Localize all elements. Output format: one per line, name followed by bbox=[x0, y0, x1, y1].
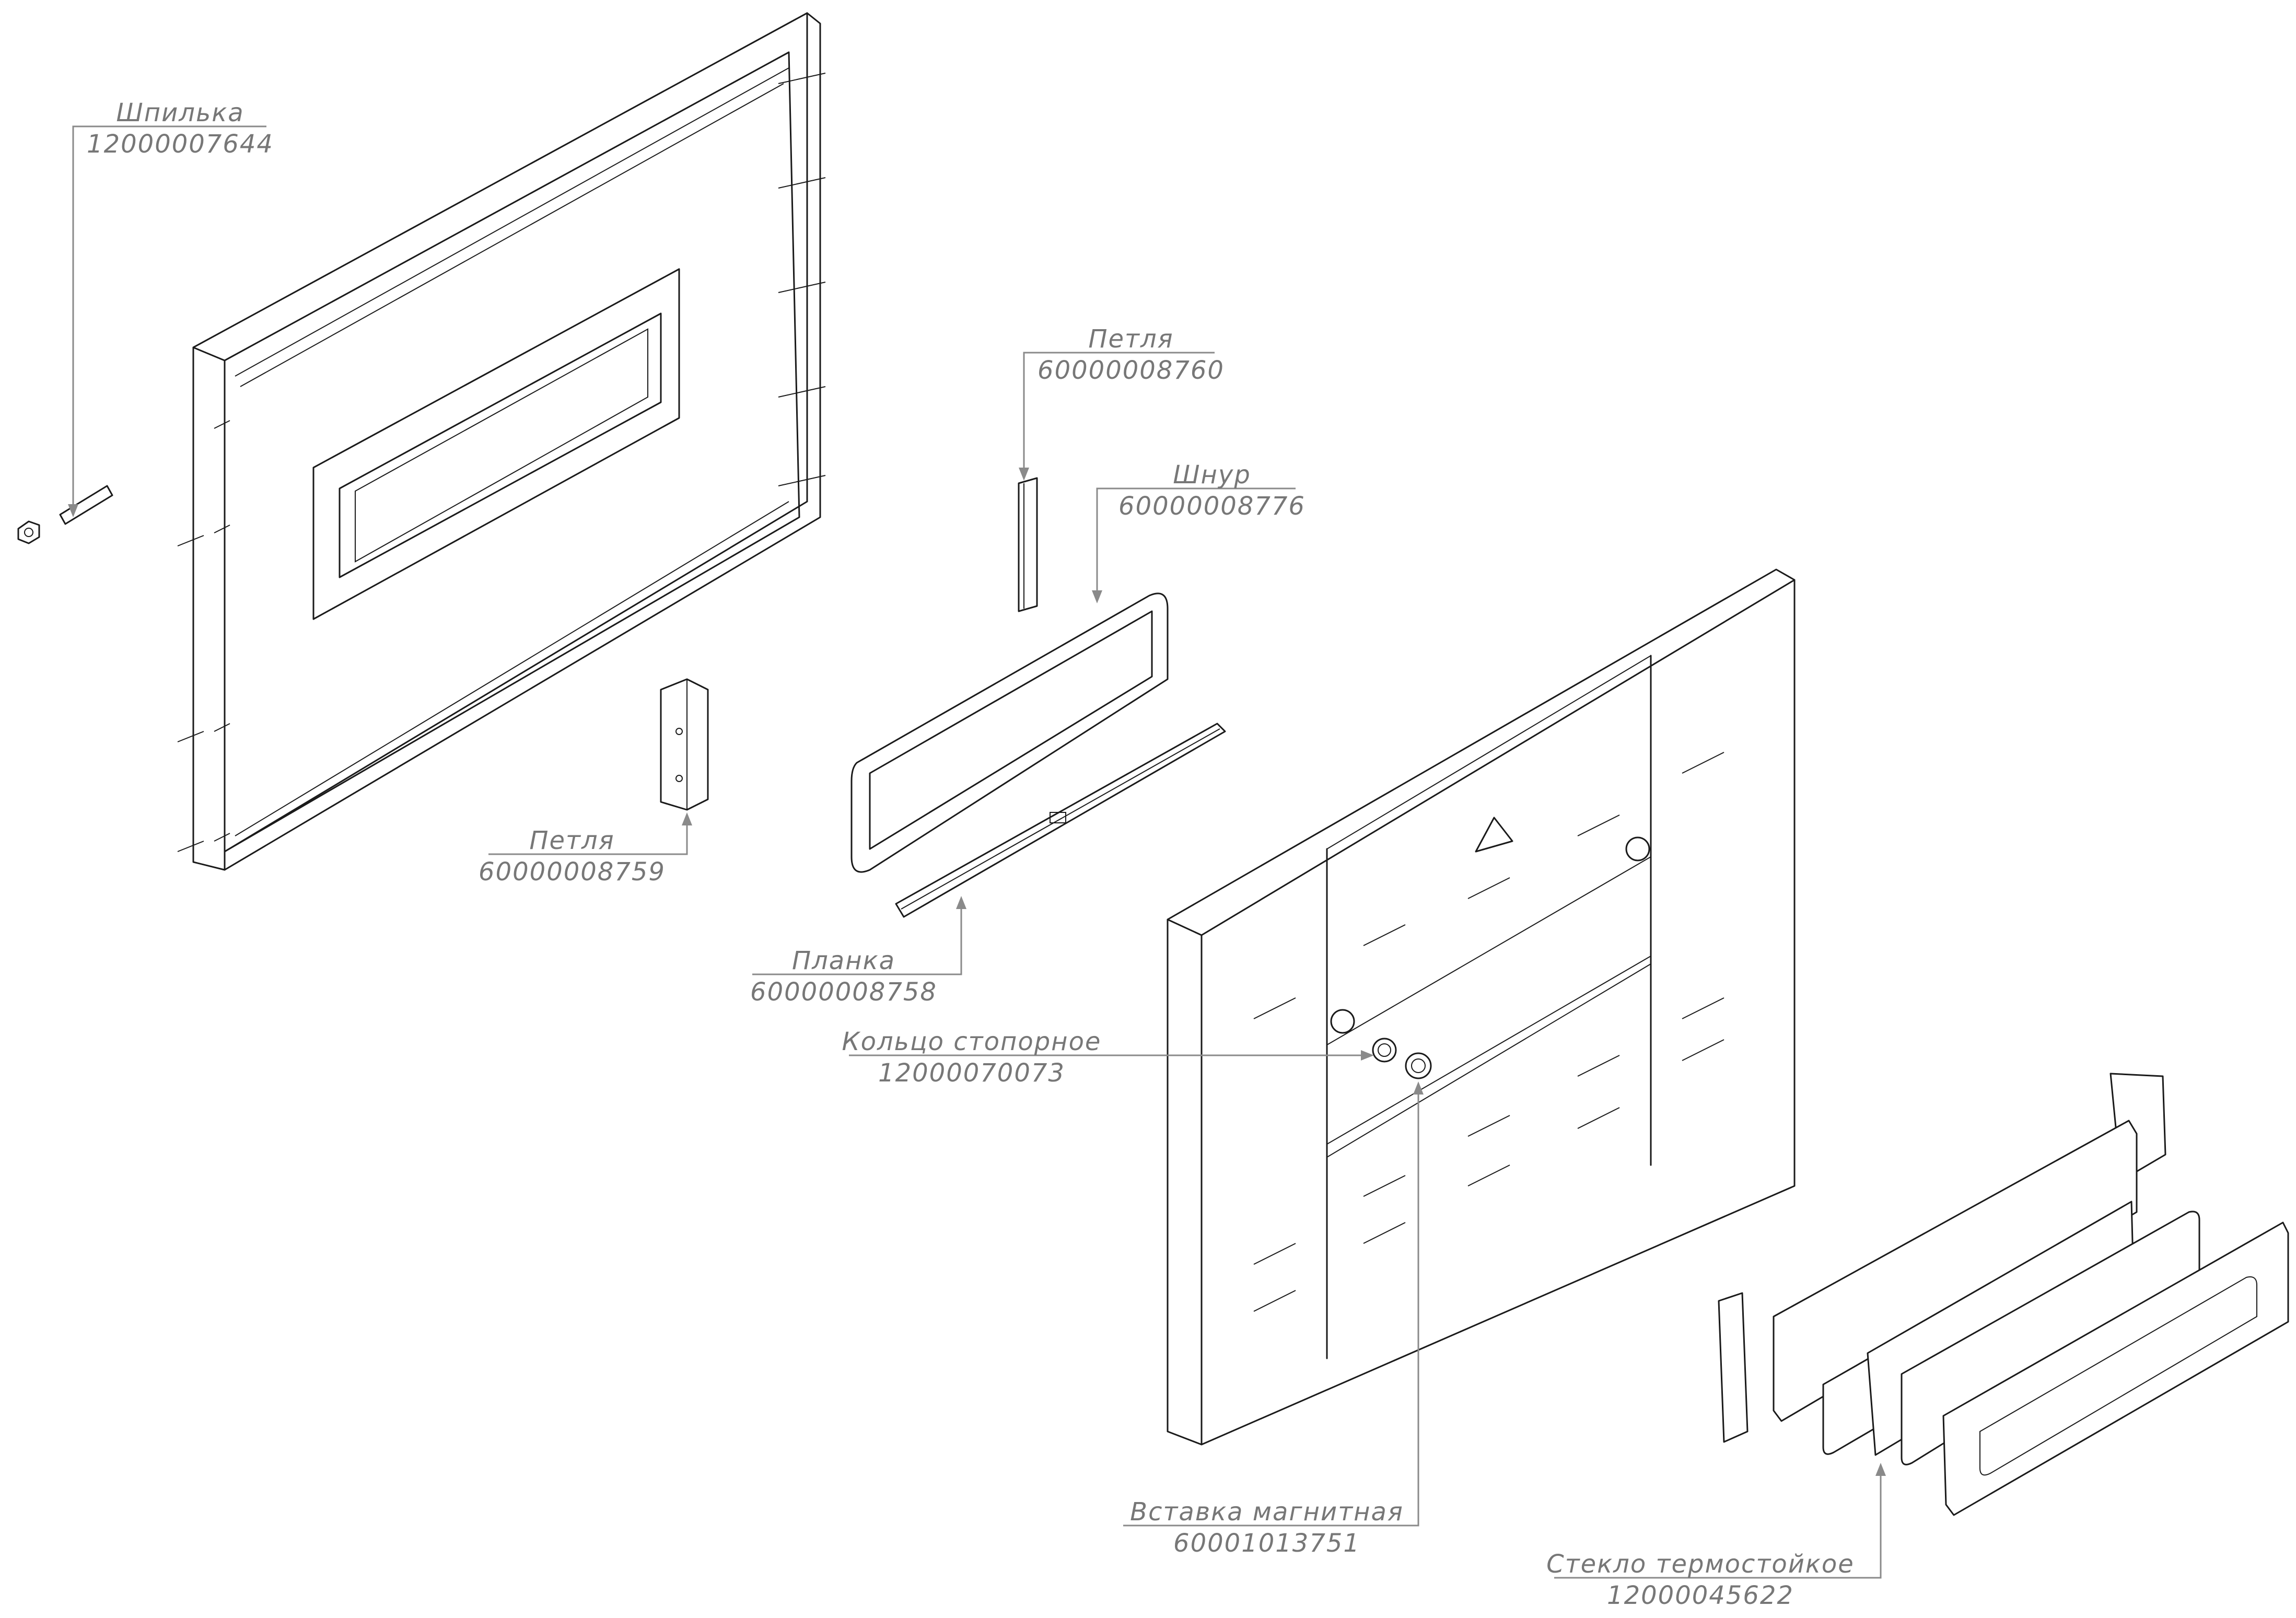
rear-door-frame bbox=[177, 12, 826, 871]
callout-code: 12000045622 bbox=[1607, 1581, 1794, 1610]
callout-code: 60000008776 bbox=[1118, 492, 1306, 521]
callout-code: 12000070073 bbox=[878, 1058, 1065, 1088]
stud-and-nut bbox=[17, 485, 113, 544]
callout-name: Шпилька bbox=[116, 98, 244, 127]
callout-petlya-top: Петля 60000008760 bbox=[1038, 324, 1225, 385]
callout-name: Шнур bbox=[1173, 460, 1251, 490]
callout-code: 60000008759 bbox=[479, 857, 666, 887]
leader-lines bbox=[68, 125, 1886, 1579]
front-door-panel bbox=[1167, 568, 1796, 1446]
strip-planka bbox=[895, 723, 1226, 918]
callout-name: Петля bbox=[1088, 324, 1173, 354]
callout-name: Вставка магнитная bbox=[1130, 1497, 1404, 1527]
callout-shpilka: Шпилька 12000007644 bbox=[87, 98, 274, 159]
callout-name: Петля bbox=[529, 826, 614, 855]
retaining-ring-and-magnet bbox=[1372, 1038, 1432, 1079]
callout-planka: Планка 60000008758 bbox=[750, 946, 937, 1007]
callout-koltso: Кольцо стопорное 12000070073 bbox=[842, 1027, 1102, 1088]
hinge-left bbox=[660, 678, 709, 811]
callout-code: 12000007644 bbox=[87, 130, 274, 159]
hinge-top bbox=[1018, 477, 1038, 612]
callout-steklo: Стекло термостойкое 12000045622 bbox=[1546, 1550, 1855, 1610]
cord-gasket bbox=[850, 592, 1169, 873]
callout-code: 60000008758 bbox=[750, 977, 937, 1007]
callout-shnur: Шнур 60000008776 bbox=[1118, 460, 1306, 521]
callout-vstavka: Вставка магнитная 60001013751 bbox=[1130, 1497, 1404, 1558]
glass-pack bbox=[1718, 1073, 2289, 1516]
callout-code: 60000008760 bbox=[1038, 356, 1225, 385]
callout-code: 60001013751 bbox=[1173, 1529, 1360, 1558]
callout-name: Кольцо стопорное bbox=[842, 1027, 1102, 1056]
callout-name: Стекло термостойкое bbox=[1546, 1550, 1855, 1579]
callout-name: Планка bbox=[792, 946, 895, 975]
callout-petlya-left: Петля 60000008759 bbox=[479, 826, 666, 887]
